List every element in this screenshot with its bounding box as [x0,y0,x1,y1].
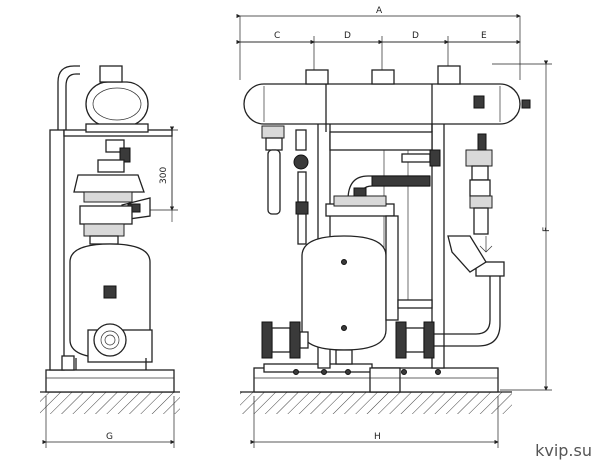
dim-d1-label: D [344,31,351,41]
dim-300-label: 300 [159,167,169,184]
watermark-text: kvip.su [535,441,592,460]
dim-f-label: F [542,227,552,232]
front-view: A C D D E F H [236,6,552,448]
receiver-end-view [85,81,149,127]
strainer-icon [447,235,487,273]
dim-d2-label: D [412,31,419,41]
dim-g-label: G [106,432,113,442]
ground-hatch-left [40,392,180,414]
pressure-vessel-front [301,235,387,351]
dim-e-label: E [481,31,487,41]
nameplate-icon [103,285,117,299]
ground-hatch-right [240,392,512,414]
base-frame-left [45,369,175,393]
side-view: 300 G [40,65,180,448]
pump-flange-icon [93,323,127,357]
dim-h-label: H [374,432,381,442]
dim-c-label: C [274,31,280,41]
dim-a-label: A [376,6,383,16]
